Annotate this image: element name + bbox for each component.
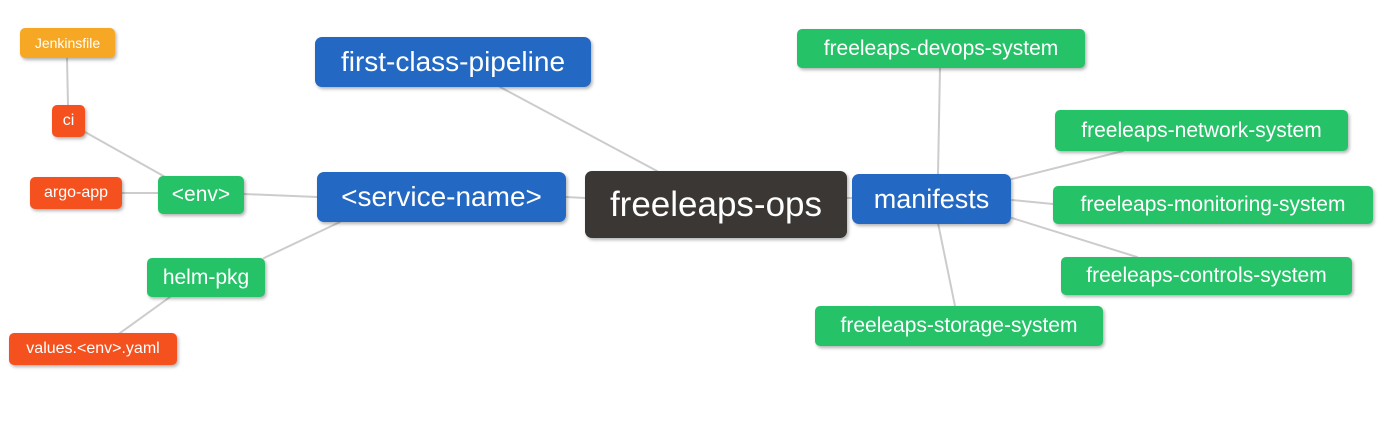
- edge-env-servicename: [243, 193, 318, 198]
- edge-pipeline-ops: [499, 86, 658, 172]
- node-helm-pkg[interactable]: helm-pkg: [147, 258, 265, 297]
- node-freeleaps-monitoring-system[interactable]: freeleaps-monitoring-system: [1053, 186, 1373, 224]
- node-values-env-yaml[interactable]: values.<env>.yaml: [9, 333, 177, 365]
- node-first-class-pipeline[interactable]: first-class-pipeline: [315, 37, 591, 87]
- node-env[interactable]: <env>: [158, 176, 244, 214]
- node-argo-app[interactable]: argo-app: [30, 177, 122, 209]
- edge-helmpkg-values: [119, 296, 171, 334]
- node-manifests[interactable]: manifests: [852, 174, 1011, 224]
- node-freeleaps-controls-system[interactable]: freeleaps-controls-system: [1061, 257, 1352, 295]
- node-freeleaps-ops[interactable]: freeleaps-ops: [585, 171, 847, 238]
- edge-servicename-helmpkg: [263, 221, 341, 259]
- node-freeleaps-storage-system[interactable]: freeleaps-storage-system: [815, 306, 1103, 346]
- node-service-name[interactable]: <service-name>: [317, 172, 566, 222]
- edge-servicename-ops: [565, 196, 586, 199]
- edge-jenkinsfile-ci: [66, 57, 69, 106]
- node-freeleaps-network-system[interactable]: freeleaps-network-system: [1055, 110, 1348, 151]
- node-freeleaps-devops-system[interactable]: freeleaps-devops-system: [797, 29, 1085, 68]
- edge-manifests-monitoring: [1011, 199, 1054, 205]
- node-jenkinsfile[interactable]: Jenkinsfile: [20, 28, 115, 58]
- edge-manifests-storage: [937, 222, 956, 307]
- edge-manifests-network: [1011, 150, 1124, 180]
- edge-ci-env: [84, 131, 168, 179]
- edge-devops-manifests: [937, 67, 941, 175]
- node-ci[interactable]: ci: [52, 105, 85, 137]
